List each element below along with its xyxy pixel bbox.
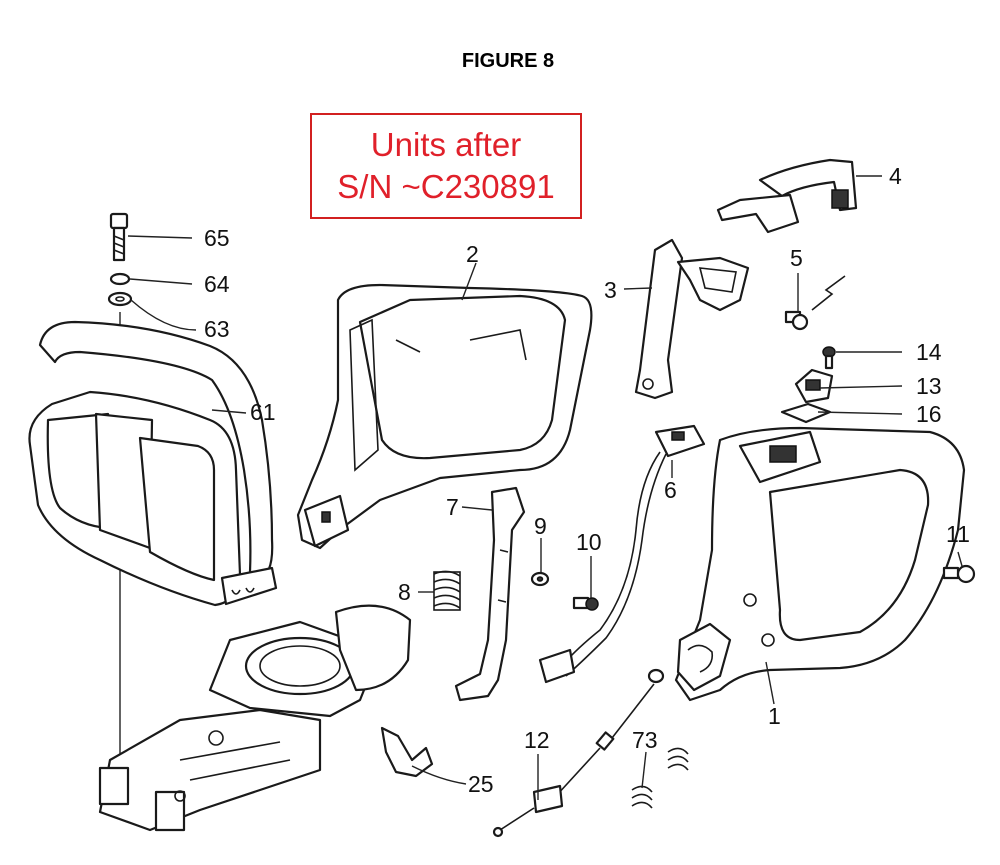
part-12-throttle-cable [492,668,665,838]
part-61-front-handle [28,320,278,607]
callout-14: 14 [916,339,942,365]
part-7-cable-guide [454,486,526,702]
serial-notice-box: Units after S/N ~C230891 [310,113,582,219]
serial-notice-line-2: S/N ~C230891 [337,168,555,205]
part-4-lock-off-lever [716,158,858,234]
part-16-gasket [780,402,832,424]
callout-labels: 65 64 63 61 2 3 4 5 14 13 16 6 7 8 9 10 … [204,163,970,797]
part-25-clip [380,726,434,778]
part-73-springs [631,747,689,809]
figure-title: FIGURE 8 [461,50,555,72]
callout-7: 7 [446,494,459,520]
callout-9: 9 [534,513,547,539]
part-5-screw [784,275,846,331]
part-10-bolt [572,596,599,611]
callout-63: 63 [204,316,230,342]
callout-13: 13 [916,373,942,399]
part-8-spring [433,570,461,611]
part-65-bolt [109,212,129,262]
part-6-switch-wire-harness [538,424,706,684]
callout-4: 4 [889,163,902,189]
callout-11: 11 [946,521,970,547]
part-14-screw [822,346,836,370]
part-3-trigger-lever [634,238,750,400]
callout-61: 61 [250,399,276,425]
leader-lines [127,175,963,800]
callout-16: 16 [916,401,942,427]
callout-8: 8 [398,579,411,605]
part-2-housing-cover [296,283,593,550]
callout-12: 12 [524,727,550,753]
part-9-washer [530,571,550,587]
callout-25: 25 [468,771,494,797]
callout-5: 5 [790,245,803,271]
gearbox-housing [98,604,412,832]
callout-6: 6 [664,477,677,503]
callout-73: 73 [632,727,658,753]
part-11-screw [942,564,976,584]
part-64-lock-washer [109,272,131,286]
callout-64: 64 [204,271,230,297]
part-63-washer [107,291,133,307]
callout-1: 1 [768,703,781,729]
callout-10: 10 [576,529,602,555]
callout-65: 65 [204,225,230,251]
part-1-rear-handle-housing [674,426,966,702]
part-13-switch-bezel [794,368,834,404]
serial-notice-line-1: Units after [370,126,522,163]
callout-3: 3 [604,277,617,303]
callout-2: 2 [466,241,479,267]
